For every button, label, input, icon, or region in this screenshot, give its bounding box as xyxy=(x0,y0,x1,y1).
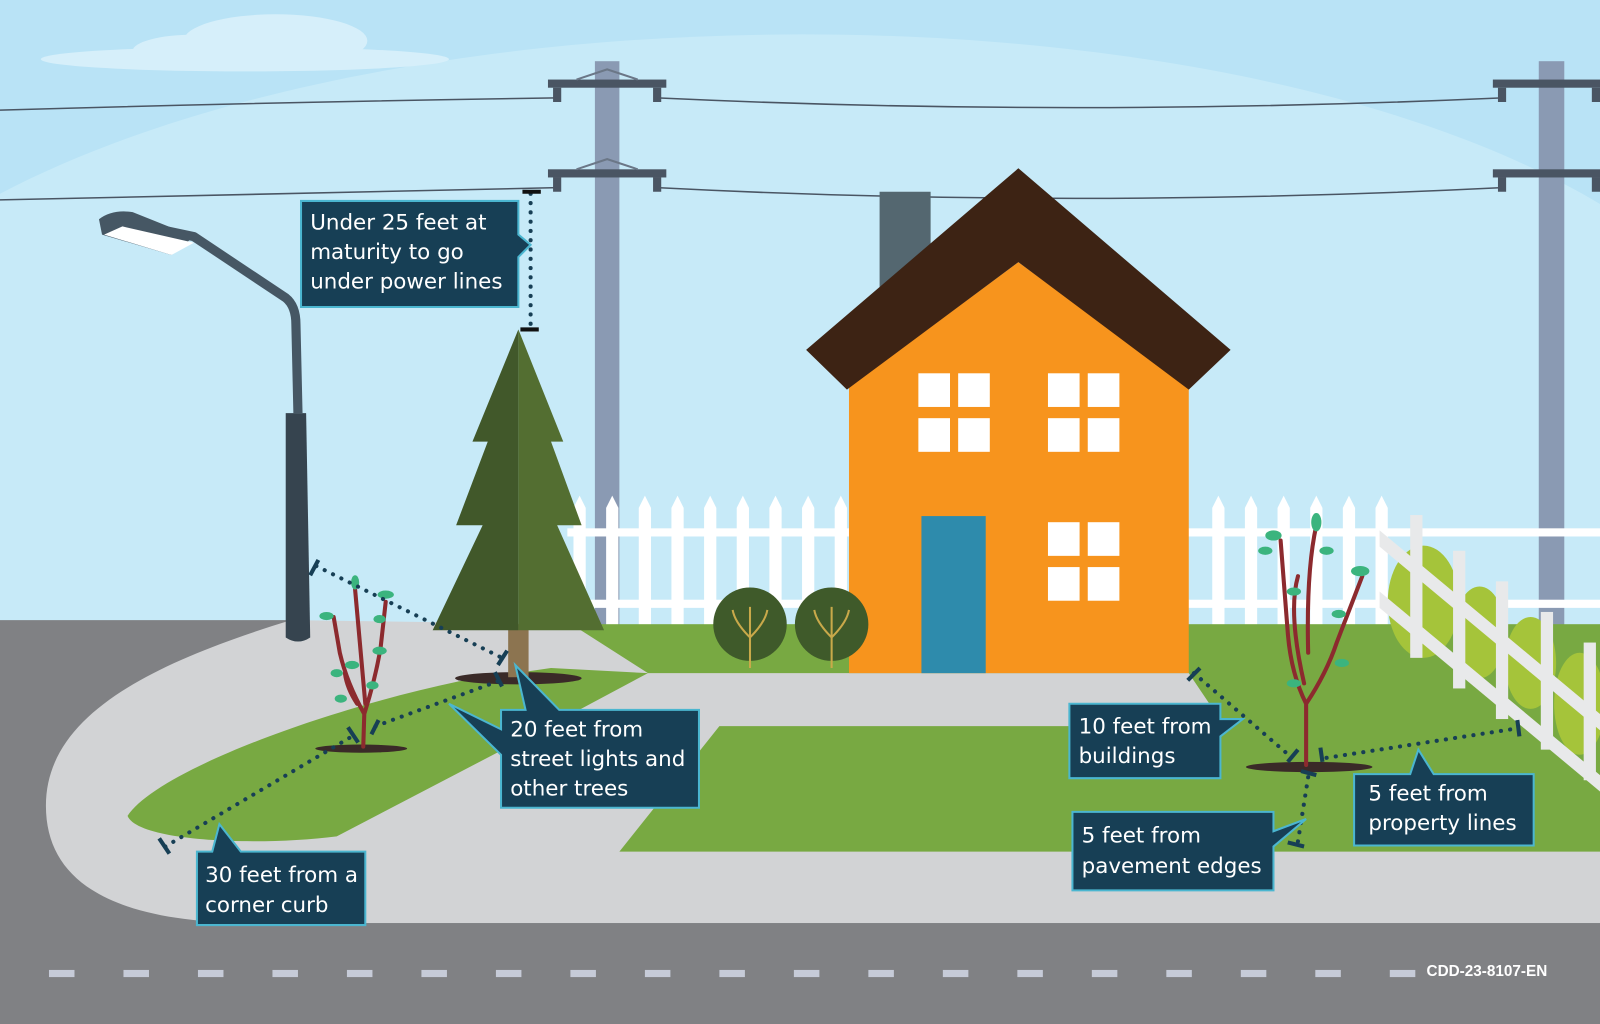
lane-dash xyxy=(1240,969,1267,978)
callout-property-lines: 5 feet from property lines xyxy=(1353,747,1535,847)
power-lines xyxy=(0,97,1503,201)
lane-dash xyxy=(346,969,373,978)
callout-text: under power lines xyxy=(310,270,502,295)
picket-fence xyxy=(567,495,1600,628)
fence-picket xyxy=(1375,495,1388,628)
windows xyxy=(918,373,1120,601)
fence-picket xyxy=(1342,495,1356,628)
callout-text: property lines xyxy=(1368,811,1516,836)
fence-picket xyxy=(638,495,652,628)
lane-dash xyxy=(48,969,75,978)
callout-text: street lights and xyxy=(510,747,685,772)
lane-dash xyxy=(793,969,820,978)
lane-dash xyxy=(942,969,969,978)
fence-picket xyxy=(1244,495,1258,628)
callout-text: 20 feet from xyxy=(510,717,643,742)
lane-dash xyxy=(123,969,149,978)
callout-text: 10 feet from xyxy=(1079,714,1212,739)
road-lane-dashes xyxy=(48,969,1416,978)
lane-dash xyxy=(272,969,298,978)
callout-street-lights: 20 feet from street lights and other tre… xyxy=(448,661,700,809)
lane-dash xyxy=(1091,969,1118,978)
callout-power-lines: Under 25 feet at maturity to go under po… xyxy=(300,199,533,309)
lane-dash xyxy=(495,969,522,978)
lane-dash xyxy=(868,969,894,978)
house xyxy=(806,168,1231,674)
lane-dash xyxy=(1166,969,1192,978)
side-fence xyxy=(1379,515,1600,792)
fence-picket xyxy=(606,495,619,628)
lane-dash xyxy=(570,969,596,978)
lane-dash xyxy=(644,969,671,978)
document-code: CDD-23-8107-EN xyxy=(1427,963,1548,980)
callout-text: 5 feet from xyxy=(1368,782,1487,807)
callout-text: 30 feet from a xyxy=(205,863,358,888)
callout-corner-curb: 30 feet from a corner curb xyxy=(195,821,367,927)
lane-dash xyxy=(719,969,745,978)
callout-pavement-edges: 5 feet from pavement edges xyxy=(1071,810,1307,892)
pine-tree xyxy=(432,329,605,685)
callout-text: buildings xyxy=(1079,744,1176,769)
lane-dash xyxy=(421,969,447,978)
sky-arc xyxy=(0,34,1600,633)
door xyxy=(921,516,986,674)
street-lamp xyxy=(98,211,311,642)
round-bushes xyxy=(713,587,869,669)
fence-picket xyxy=(769,495,782,628)
callout-text: 5 feet from xyxy=(1082,823,1201,848)
callout-buildings: 10 feet from buildings xyxy=(1068,702,1246,780)
fence-picket xyxy=(1212,495,1225,628)
lane-dash xyxy=(1017,969,1043,978)
young-tree-right xyxy=(1245,513,1373,773)
callout-text: maturity to go xyxy=(310,240,464,265)
lane-dash xyxy=(1389,969,1416,978)
fence-picket xyxy=(704,495,717,628)
callout-text: Under 25 feet at xyxy=(310,210,486,235)
lane-dash xyxy=(197,969,224,978)
roof xyxy=(806,168,1231,390)
callout-text: corner curb xyxy=(205,893,328,918)
measurement-lines xyxy=(157,189,1522,855)
fence-picket xyxy=(671,495,684,628)
lane-dash xyxy=(1315,969,1341,978)
callout-text: pavement edges xyxy=(1082,854,1262,879)
callout-text: other trees xyxy=(510,777,628,802)
cloud xyxy=(40,14,449,72)
young-tree-left xyxy=(315,575,408,753)
